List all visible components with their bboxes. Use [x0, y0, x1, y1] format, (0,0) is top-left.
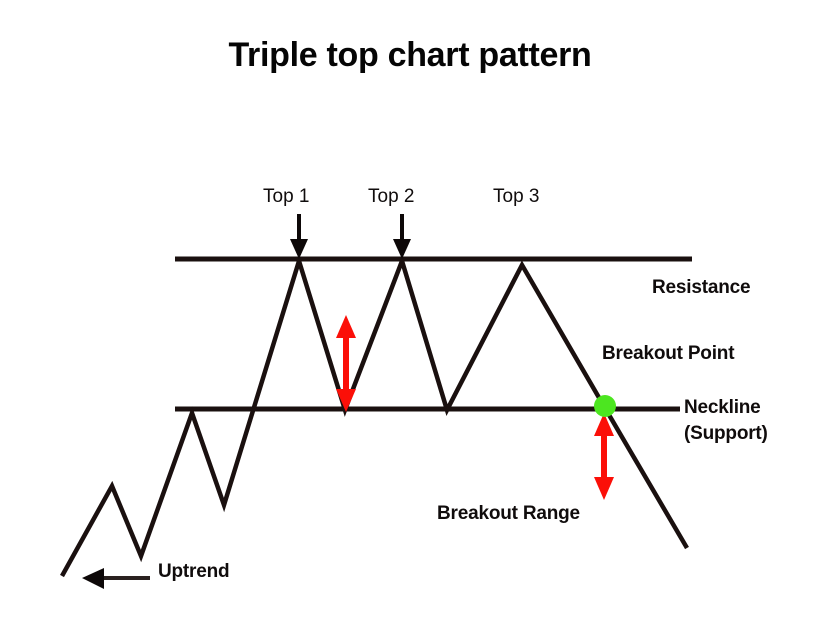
resistance-label: Resistance	[652, 277, 751, 298]
neckline-label: Neckline	[684, 397, 761, 418]
uptrend-label: Uptrend	[158, 561, 230, 582]
top1-arrow-icon	[290, 214, 308, 259]
top2-arrow-icon	[393, 214, 411, 259]
uptrend-arrow-icon	[82, 568, 150, 589]
breakout-range-arrow-icon	[594, 413, 614, 500]
breakout-point-label: Breakout Point	[602, 343, 735, 364]
page-title: Triple top chart pattern	[228, 36, 592, 74]
top-2-label: Top 2	[368, 186, 415, 207]
breakout-range-label: Breakout Range	[437, 503, 580, 524]
support-label: (Support)	[684, 423, 768, 444]
top-3-label: Top 3	[493, 186, 540, 207]
pattern-height-arrow-icon	[336, 315, 356, 412]
top-1-label: Top 1	[263, 186, 310, 207]
breakout-point-marker	[594, 395, 616, 417]
price-line	[60, 253, 689, 578]
